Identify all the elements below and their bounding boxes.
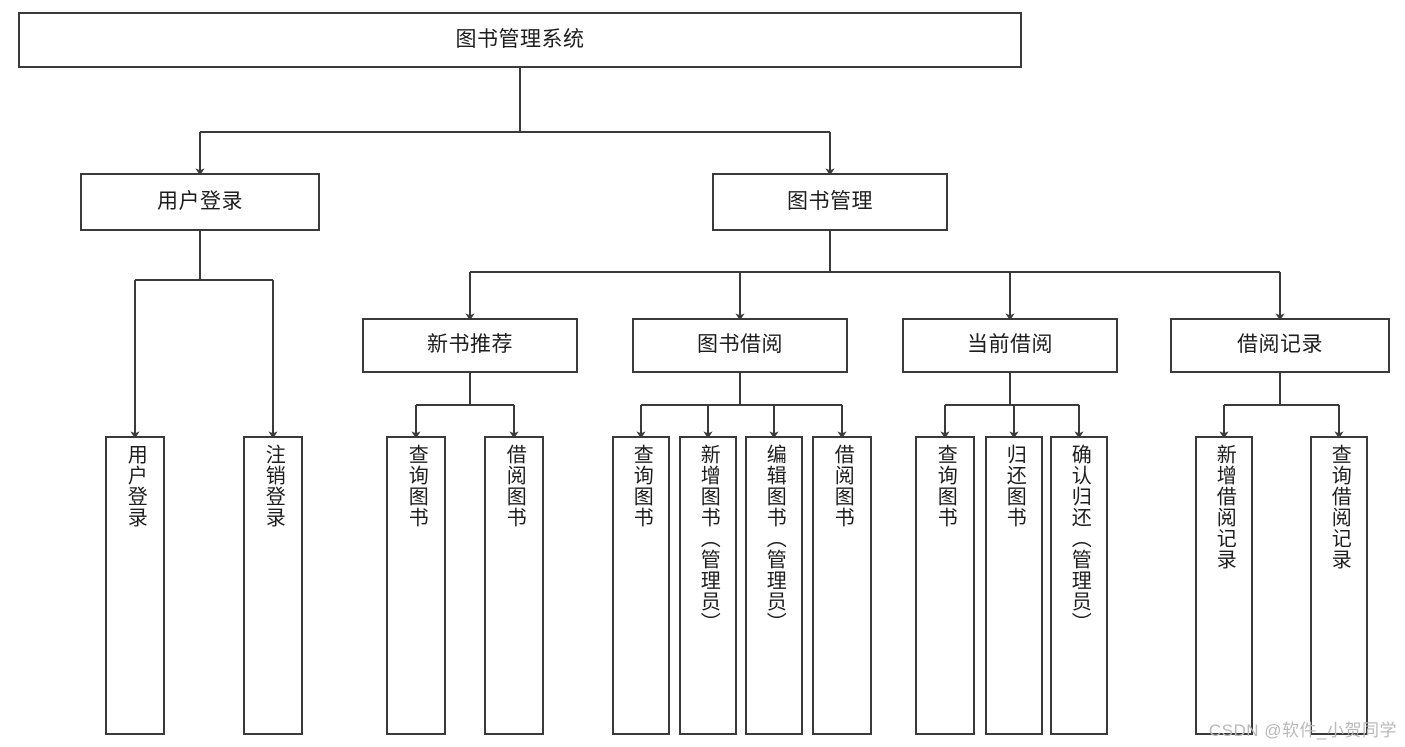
node-label: 借阅图书: [831, 444, 854, 528]
node-borrow-3[interactable]: 编辑图书（管理员）: [745, 436, 803, 735]
node-current[interactable]: 当前借阅: [902, 318, 1118, 373]
node-label: 注销登录: [262, 444, 285, 528]
node-login[interactable]: 用户登录: [80, 173, 320, 231]
node-login-2[interactable]: 注销登录: [243, 436, 303, 735]
node-borrow-4[interactable]: 借阅图书: [812, 436, 872, 735]
node-records-2[interactable]: 查询借阅记录: [1310, 436, 1368, 735]
node-label: 新增图书（管理员）: [697, 444, 720, 633]
node-label: 借阅记录: [1237, 333, 1323, 357]
node-label: 图书管理系统: [455, 27, 585, 51]
node-current-1[interactable]: 查询图书: [915, 436, 975, 735]
node-label: 借阅图书: [503, 444, 526, 528]
node-records-1[interactable]: 新增借阅记录: [1195, 436, 1253, 735]
node-label: 新书推荐: [427, 333, 513, 357]
node-label: 用户登录: [157, 189, 243, 213]
node-newrec-1[interactable]: 查询图书: [386, 436, 446, 735]
node-label: 查询图书: [934, 444, 957, 528]
node-current-3[interactable]: 确认归还（管理员）: [1050, 436, 1108, 735]
node-newrec[interactable]: 新书推荐: [362, 318, 578, 373]
node-borrow-2[interactable]: 新增图书（管理员）: [679, 436, 737, 735]
node-label: 用户登录: [124, 444, 147, 528]
node-label: 查询图书: [630, 444, 653, 528]
watermark-label: CSDN @软件_小贺同学: [1208, 721, 1397, 740]
node-newrec-2[interactable]: 借阅图书: [484, 436, 544, 735]
node-label: 查询图书: [405, 444, 428, 528]
node-label: 图书借阅: [697, 333, 783, 357]
node-label: 当前借阅: [967, 333, 1053, 357]
node-bookmgmt[interactable]: 图书管理: [712, 173, 948, 231]
node-label: 图书管理: [787, 189, 873, 213]
node-label: 查询借阅记录: [1328, 444, 1351, 570]
node-borrow[interactable]: 图书借阅: [632, 318, 848, 373]
node-label: 确认归还（管理员）: [1068, 444, 1091, 633]
node-records[interactable]: 借阅记录: [1170, 318, 1390, 373]
node-label: 归还图书: [1003, 444, 1026, 528]
node-root[interactable]: 图书管理系统: [18, 12, 1022, 68]
node-label: 编辑图书（管理员）: [763, 444, 786, 633]
edge-group: [130, 68, 1344, 439]
node-login-1[interactable]: 用户登录: [105, 436, 165, 735]
node-borrow-1[interactable]: 查询图书: [612, 436, 670, 735]
node-current-2[interactable]: 归还图书: [985, 436, 1043, 735]
node-label: 新增借阅记录: [1213, 444, 1236, 570]
